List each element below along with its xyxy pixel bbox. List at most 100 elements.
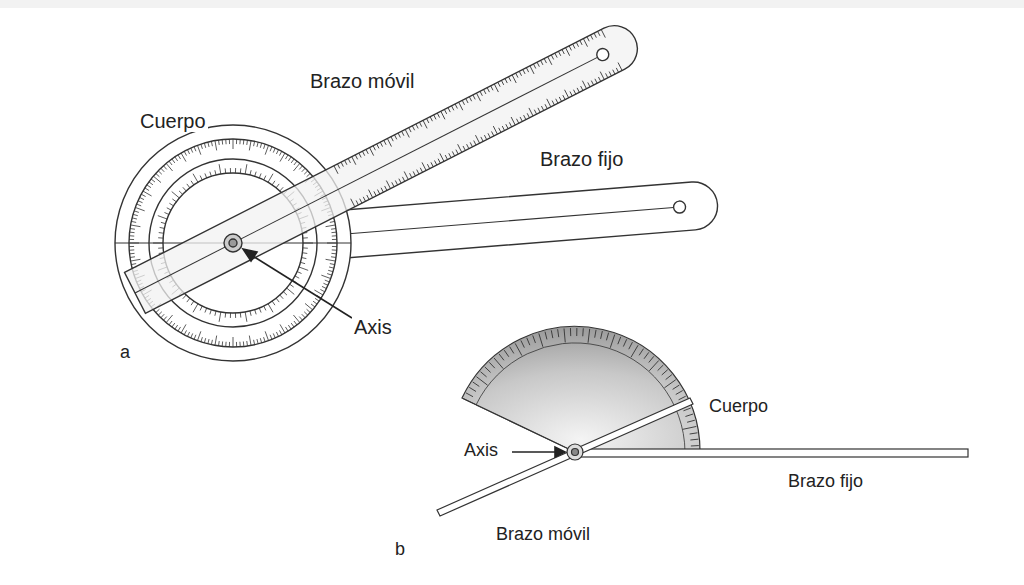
scale-tick bbox=[330, 264, 335, 265]
scale-tick bbox=[431, 162, 433, 166]
arm-label: Brazo móvil bbox=[494, 525, 592, 545]
scale-tick bbox=[551, 55, 553, 59]
scale-tick bbox=[469, 97, 471, 101]
scale-tick bbox=[239, 342, 240, 347]
scale-tick bbox=[299, 267, 308, 270]
scale-tick bbox=[355, 155, 357, 159]
scale-tick bbox=[683, 426, 697, 429]
scale-tick bbox=[293, 163, 299, 171]
scale-tick bbox=[187, 298, 190, 302]
scale-tick bbox=[492, 131, 494, 135]
scale-tick bbox=[359, 153, 361, 157]
scale-tick bbox=[302, 314, 305, 318]
scale-tick bbox=[172, 323, 175, 327]
scale-tick bbox=[320, 289, 324, 291]
scale-tick bbox=[210, 172, 212, 177]
scale-tick bbox=[467, 144, 469, 148]
scale-tick bbox=[151, 179, 155, 182]
scale-tick bbox=[187, 332, 189, 336]
scale-tick bbox=[225, 342, 226, 347]
scale-tick bbox=[374, 191, 376, 195]
scale-tick bbox=[205, 308, 207, 313]
scale-tick bbox=[129, 249, 134, 250]
scale-tick bbox=[194, 147, 196, 152]
scale-tick bbox=[201, 337, 203, 342]
scale-tick bbox=[488, 133, 490, 137]
scale-tick bbox=[158, 312, 162, 315]
scale-tick bbox=[558, 51, 560, 55]
scale-tick bbox=[563, 95, 565, 99]
scale-tick bbox=[285, 327, 288, 331]
scale-tick bbox=[484, 89, 486, 93]
scale-tick bbox=[410, 173, 412, 177]
scale-tick bbox=[539, 333, 543, 346]
scale-tick bbox=[194, 335, 196, 340]
scale-tick bbox=[304, 312, 308, 315]
scale-tick bbox=[255, 172, 257, 177]
scale-tick bbox=[129, 235, 134, 236]
scale-tick bbox=[523, 70, 525, 74]
scale-tick bbox=[438, 159, 440, 163]
scale-tick bbox=[133, 214, 138, 215]
arrow-head bbox=[243, 249, 257, 261]
scale-tick bbox=[504, 350, 509, 357]
scale-tick bbox=[215, 336, 217, 346]
scale-tick bbox=[204, 143, 205, 148]
scale-tick bbox=[552, 101, 554, 105]
scale-tick bbox=[377, 190, 379, 194]
scale-tick bbox=[225, 168, 227, 173]
scale-tick bbox=[264, 176, 266, 180]
scale-tick bbox=[463, 146, 465, 150]
scale-tick bbox=[377, 144, 379, 148]
scale-tick bbox=[499, 354, 504, 360]
scale-tick bbox=[404, 171, 408, 179]
scale-tick bbox=[291, 323, 294, 327]
scale-tick bbox=[290, 284, 294, 287]
scale-tick bbox=[161, 314, 164, 318]
scale-tick bbox=[601, 331, 603, 339]
scale-tick bbox=[606, 73, 608, 77]
figure-letter: a bbox=[118, 343, 132, 363]
scale-tick bbox=[265, 331, 268, 340]
scale-tick bbox=[334, 166, 338, 174]
scale-tick bbox=[184, 330, 186, 334]
scale-tick bbox=[131, 259, 141, 261]
scale-tick bbox=[384, 140, 386, 144]
scale-tick bbox=[470, 142, 472, 146]
scale-tick bbox=[260, 338, 261, 343]
scale-tick bbox=[435, 161, 437, 165]
scale-tick bbox=[581, 86, 583, 90]
scale-tick bbox=[276, 298, 279, 302]
scale-tick bbox=[533, 335, 536, 343]
scale-tick bbox=[487, 88, 489, 92]
scale-tick bbox=[493, 126, 497, 134]
scale-tick bbox=[138, 201, 143, 203]
scale-tick bbox=[509, 77, 511, 81]
scale-tick bbox=[583, 39, 587, 47]
scale-tick bbox=[200, 176, 202, 180]
scale-tick bbox=[161, 168, 164, 172]
scale-tick bbox=[229, 342, 230, 347]
scale-tick bbox=[402, 131, 404, 135]
scale-tick bbox=[395, 180, 397, 184]
scale-tick bbox=[530, 66, 534, 74]
scale-tick bbox=[573, 44, 575, 48]
scale-tick bbox=[609, 72, 611, 76]
scale-tick bbox=[134, 211, 139, 213]
scale-tick bbox=[541, 106, 543, 110]
scale-tick bbox=[662, 370, 668, 375]
scale-tick bbox=[356, 200, 358, 204]
scale-tick bbox=[129, 246, 134, 247]
scale-tick bbox=[201, 144, 203, 149]
top-band bbox=[0, 0, 1024, 8]
scale-tick bbox=[283, 292, 287, 295]
scale-tick bbox=[538, 108, 540, 112]
scale-tick bbox=[314, 290, 323, 295]
scale-tick bbox=[250, 170, 251, 175]
scale-tick bbox=[521, 340, 524, 347]
scale-tick bbox=[225, 139, 226, 144]
scale-tick bbox=[137, 204, 142, 206]
scale-tick bbox=[409, 128, 411, 132]
scale-tick bbox=[412, 126, 414, 130]
scale-tick bbox=[166, 315, 172, 323]
